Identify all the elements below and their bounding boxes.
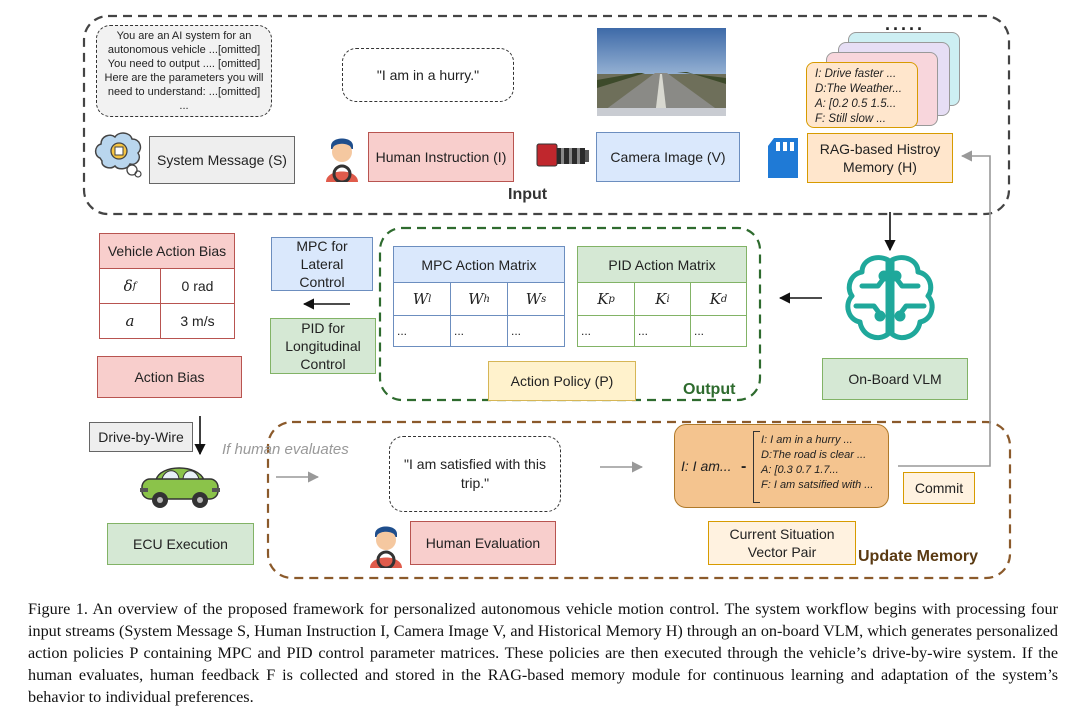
pid-ellipsis: ... [634,315,691,347]
mpc-matrix-title: MPC Action Matrix [393,246,565,283]
memory-card-line: D:The Weather... [815,83,902,95]
mpc-ellipsis: ... [393,315,451,347]
vector-line: A: [0.3 0.7 1.7... [761,464,839,476]
prompt-line: autonomous vehicle ...[omitted] [107,44,261,56]
vector-line: D:The road is clear ... [761,449,867,461]
prompt-line: You are an AI system for an [116,30,252,42]
action-policy-box: Action Policy (P) [488,361,636,401]
human-instruction-bubble: "I am in a hurry." [342,48,514,102]
commit-box: Commit [903,472,975,504]
vector-line: F: I am satsified with ... [761,479,874,491]
situation-vector-box: Current Situation Vector Pair [708,521,856,565]
driver-icon [322,132,362,182]
pid-longitudinal-box: PID for Longitudinal Control [270,318,376,374]
more-cards-dots: ..... [885,14,926,34]
bias-value: 0 rad [160,268,235,304]
pid-ellipsis: ... [577,315,635,347]
update-region [266,420,1012,580]
output-region [378,226,762,402]
bias-symbol: a [99,303,161,339]
camera-image-box: Camera Image (V) [596,132,740,182]
vector-brace [753,431,760,503]
action-bias-box: Action Bias [97,356,242,398]
system-message-box: System Message (S) [149,136,295,184]
camera-road-image [597,28,726,116]
satisfied-bubble: "I am satisfied with this trip." [389,436,561,512]
mpc-ellipsis: ... [507,315,565,347]
brain-gear-icon [92,128,144,178]
vector-lines: I: I am in a hurry ... D:The road is cle… [761,433,873,493]
figure-caption: Figure 1. An overview of the proposed fr… [28,600,1058,706]
commit-loop-arrow [898,150,991,467]
camera-icon [535,140,591,170]
mpc-lateral-box: MPC for Lateral Control [271,237,373,291]
memory-card-line: A: [0.2 0.5 1.5... [815,98,897,110]
human-evaluation-box: Human Evaluation [410,521,556,565]
memory-card-line: I: Drive faster ... [815,68,897,80]
prompt-line: need to understand: ...[omitted] [107,86,261,98]
mpc-ellipsis: ... [450,315,508,347]
vector-dash: - [741,458,747,475]
vector-key: I: I am... [681,458,732,474]
pid-matrix-title: PID Action Matrix [577,246,747,283]
prompt-line: You need to output .... [omitted] [107,58,261,70]
vlm-brain-icon [838,252,942,348]
sd-card-icon [764,136,802,180]
if-human-evaluates-label: If human evaluates [222,441,349,458]
memory-card-front: I: Drive faster ... D:The Weather... A: … [806,62,918,128]
ecu-execution-box: ECU Execution [107,523,254,565]
vector-line: I: I am in a hurry ... [761,434,853,446]
bias-value: 3 m/s [160,303,235,339]
vlm-box: On-Board VLM [822,358,968,400]
drive-by-wire-box: Drive-by-Wire [89,422,193,452]
prompt-line: Here are the parameters you will [104,72,264,84]
evaluator-driver-icon [366,520,406,568]
prompt-line: ... [179,100,189,112]
bias-table-title: Vehicle Action Bias [99,233,235,269]
update-memory-title: Update Memory [858,548,979,565]
output-title: Output [683,381,736,398]
memory-card-line: F: Still slow ... [815,113,886,125]
vector-pair-card: I: I am... - I: I am in a hurry ... D:Th… [674,424,889,508]
rag-memory-box: RAG-based Histroy Memory (H) [807,133,953,183]
human-instruction-box: Human Instruction (I) [368,132,514,182]
system-prompt-bubble: You are an AI system for an autonomous v… [96,25,272,117]
pid-ellipsis: ... [690,315,747,347]
car-icon [136,458,224,514]
input-region [82,14,1011,216]
input-title: Input [508,186,548,203]
